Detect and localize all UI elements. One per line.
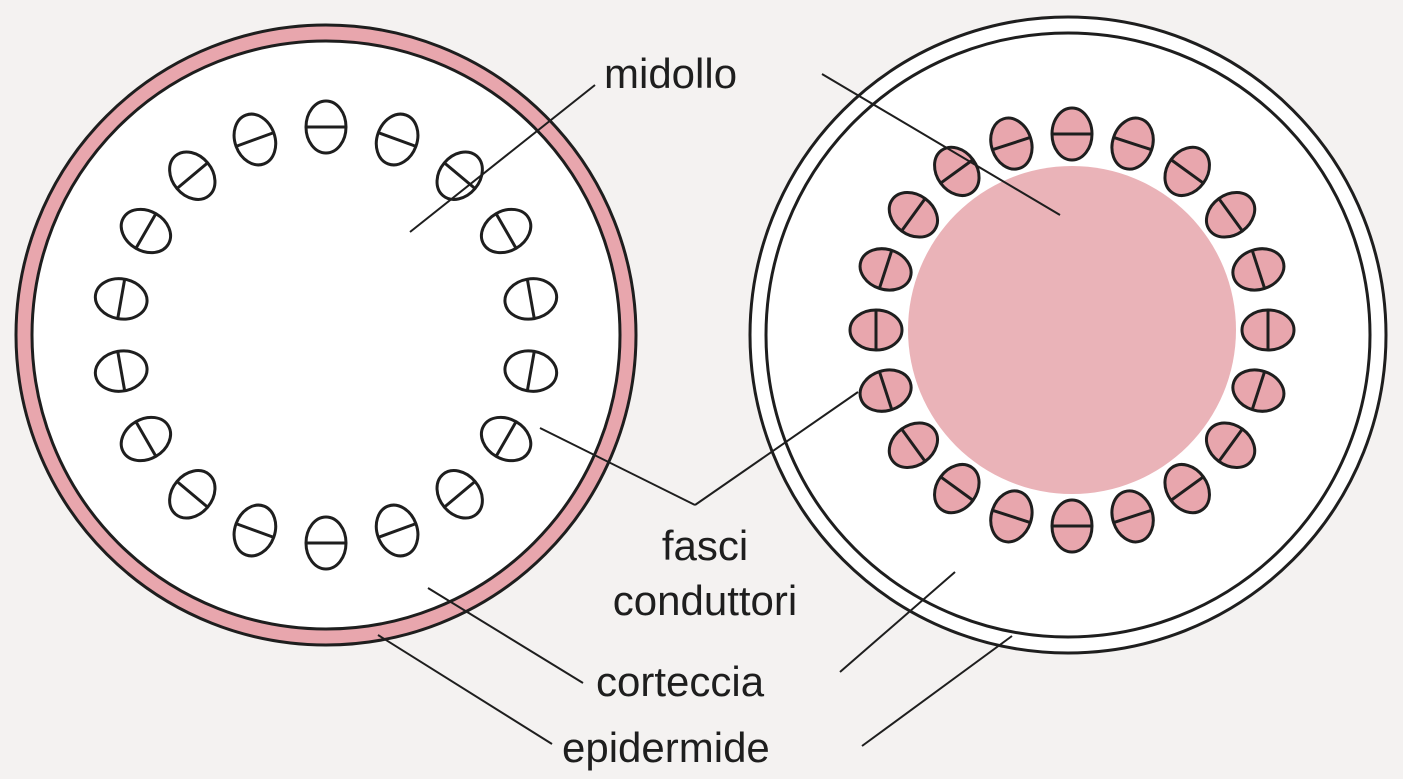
stem-right xyxy=(750,17,1386,653)
leader-line-epidermis-left xyxy=(378,635,552,744)
vascular-bundle xyxy=(1242,310,1294,350)
label-epidermis: epidermide xyxy=(562,724,770,771)
vascular-bundle xyxy=(306,101,346,153)
vascular-bundle xyxy=(306,517,346,569)
vascular-bundle xyxy=(1052,500,1092,552)
stem-left xyxy=(16,25,636,645)
vascular-bundle xyxy=(850,310,902,350)
label-bundles-line1: fasci xyxy=(662,522,748,569)
label-pith: midollo xyxy=(604,50,737,97)
label-cortex: corteccia xyxy=(596,658,765,705)
vascular-bundle xyxy=(1052,108,1092,160)
leader-line-epidermis-right xyxy=(862,636,1012,746)
stem-right-pith xyxy=(908,166,1236,494)
label-bundles-line2: conduttori xyxy=(613,577,797,624)
leader-line-cortex-left xyxy=(428,588,583,683)
